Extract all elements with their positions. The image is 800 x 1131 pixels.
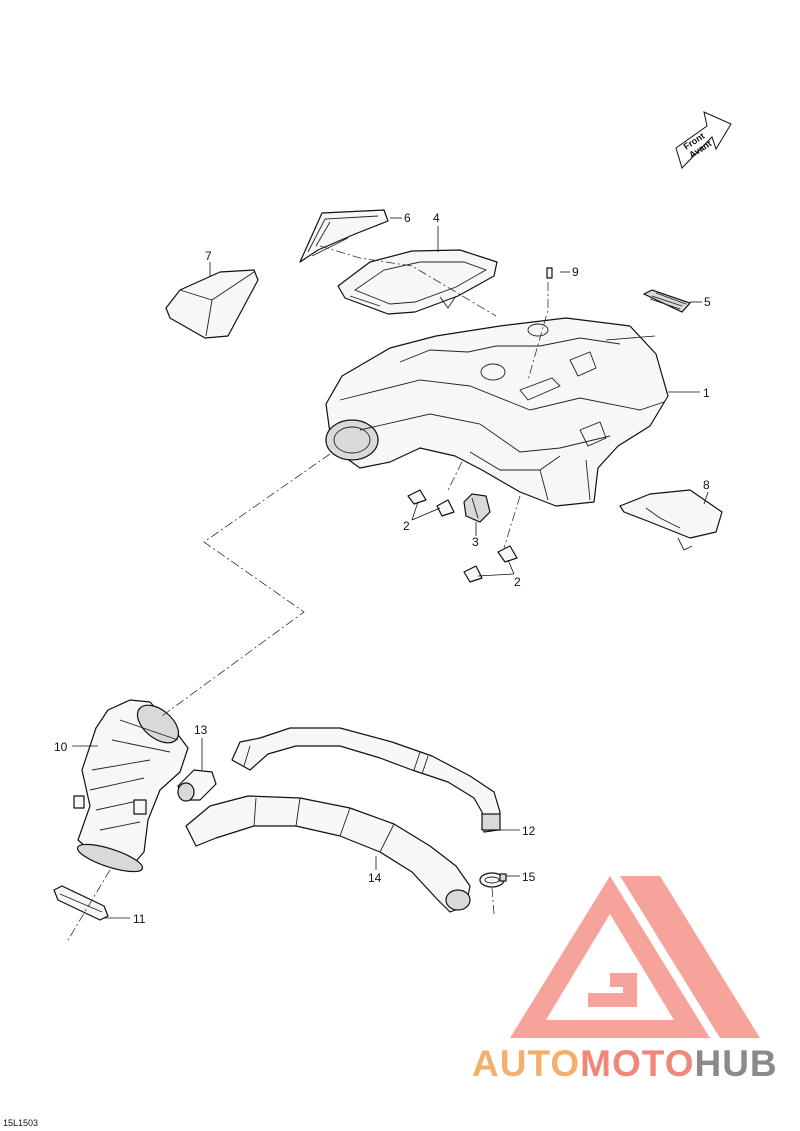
brand-hub: HUB [694,1043,778,1084]
callout-2-upper: 2 [403,519,410,533]
part-9-screw [546,267,553,279]
part-3-grommet [463,493,491,523]
callout-2-lower: 2 [514,575,521,589]
callout-numbers: 6 4 7 9 5 1 8 2 3 2 10 13 12 14 15 11 [54,211,711,926]
callout-5: 5 [704,295,711,309]
callout-12: 12 [522,824,536,838]
part-5-rubber-pad [642,289,692,313]
figure-code: 15L1503 [3,1118,39,1128]
watermark-brand-text: AUTOMOTOHUB [472,1043,778,1085]
callout-3: 3 [472,535,479,549]
callout-8: 8 [703,478,710,492]
part-15-hose-clamp [479,872,507,888]
leader-lines [72,217,709,919]
part-8-bracket [619,489,723,551]
watermark-logo-icon [510,876,760,1038]
callout-15: 15 [522,870,536,884]
callout-7: 7 [205,249,212,263]
callout-1: 1 [703,386,710,400]
brand-auto: AUTO [472,1043,581,1084]
callout-13: 13 [194,723,208,737]
brand-moto: MOTO [580,1043,695,1084]
part-2-clips-upper [407,489,455,517]
part-1-airbox-housing [325,317,669,507]
callout-9: 9 [572,265,579,279]
assembly-phantom-lines [67,245,549,941]
callout-4: 4 [433,211,440,225]
part-2-clips-lower [463,545,518,583]
part-11-clamp [53,885,109,921]
callout-14: 14 [368,871,382,885]
part-6-grille-frame [299,209,389,263]
part-7-foam-block [165,269,259,339]
callout-10: 10 [54,740,68,754]
part-13-fitting [177,769,217,802]
part-10-adapter [73,699,189,873]
part-4-airbox-cover [337,249,498,315]
part-14-large-duct [185,795,471,913]
part-12-vent-hose [231,727,501,833]
callout-6: 6 [404,211,411,225]
front-direction-arrow: Front Avant [675,111,732,169]
callout-11: 11 [133,912,146,926]
